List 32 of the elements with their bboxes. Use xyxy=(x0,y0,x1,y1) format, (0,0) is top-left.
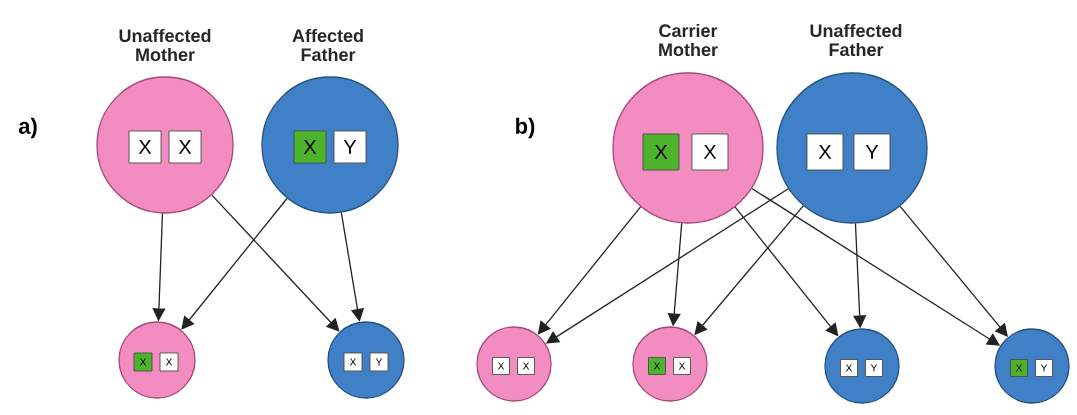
arrow xyxy=(899,205,1008,337)
chromosome-box: X xyxy=(133,352,153,372)
chromosome-box: X xyxy=(128,130,162,164)
arrow xyxy=(537,206,642,335)
chromosome-box: X xyxy=(343,352,363,372)
chromosome-box: X xyxy=(840,359,858,377)
arrow xyxy=(734,206,839,337)
chromosome-box: Y xyxy=(369,352,389,372)
chromosome-box: X xyxy=(159,352,179,372)
chromosome-box: X xyxy=(293,130,327,164)
chromosome-box: Y xyxy=(853,133,891,171)
chromosome-box: X xyxy=(1010,359,1028,377)
parent-heading: Carrier Mother xyxy=(659,23,718,57)
chromosome-box: X xyxy=(492,357,510,375)
chromosome-box: X xyxy=(691,133,729,171)
panel-label: a) xyxy=(18,117,37,139)
chromosome-box: X xyxy=(642,133,680,171)
chromosome-box: X xyxy=(168,130,202,164)
chromosome-box: X xyxy=(806,133,844,171)
arrow xyxy=(211,194,340,332)
panel-label: b) xyxy=(516,117,535,139)
arrow xyxy=(340,212,365,322)
arrow xyxy=(181,197,288,330)
chromosome-box: X xyxy=(673,357,691,375)
chromosome-box: X xyxy=(517,357,535,375)
parent-heading: Affected Father xyxy=(292,28,363,62)
parent-heading: Unaffected Mother xyxy=(119,28,211,62)
chromosome-box: X xyxy=(648,357,666,375)
chromosome-box: Y xyxy=(865,359,883,377)
chromosome-box: Y xyxy=(333,130,367,164)
parent-heading: Unaffected Father xyxy=(810,23,902,57)
chromosome-box: Y xyxy=(1035,359,1053,377)
